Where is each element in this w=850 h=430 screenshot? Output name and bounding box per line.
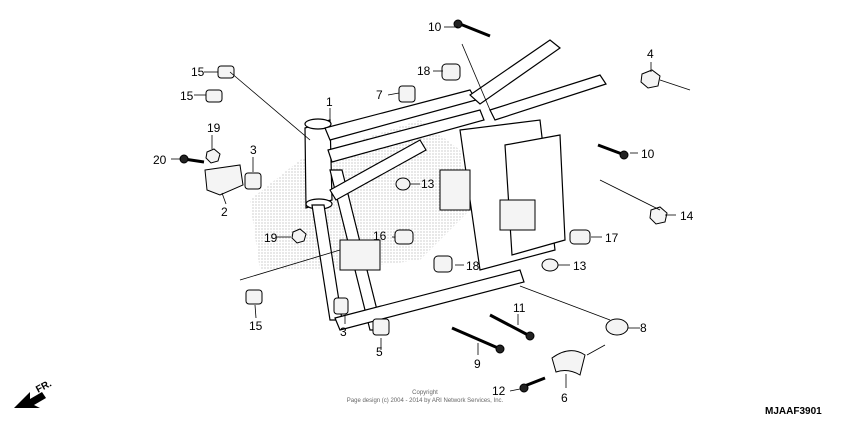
bracket-part-2[interactable] (204, 164, 244, 196)
callout-3-upper: 3 (250, 143, 257, 157)
collar-part-3-lower[interactable] (333, 297, 349, 315)
diagram-code: MJAAF3901 (765, 406, 822, 417)
callout-13-center: 13 (421, 177, 435, 191)
leader-lines (171, 26, 691, 392)
copyright-line-1: Copyright (412, 390, 438, 396)
clip-part-15-middle[interactable] (205, 89, 223, 103)
front-direction-arrow: FR. (14, 378, 54, 408)
callout-7: 7 (376, 88, 383, 102)
callout-3-lower: 3 (340, 325, 347, 339)
collar-part-5[interactable] (372, 318, 390, 336)
bracket-part-6[interactable] (551, 350, 586, 376)
nut-part-4[interactable] (640, 69, 661, 89)
callout-18-top: 18 (417, 64, 431, 78)
grommet-part-8[interactable] (605, 318, 629, 336)
nut-part-14[interactable] (649, 206, 668, 225)
callout-19-lower: 19 (264, 231, 278, 245)
copyright-notice: Copyright Page design (c) 2004 - 2014 by… (347, 390, 504, 404)
callout-9: 9 (474, 357, 481, 371)
callout-17: 17 (605, 231, 619, 245)
bolt-part-10-top[interactable] (453, 19, 491, 38)
frame-shading (250, 120, 470, 270)
callout-15-middle: 15 (180, 89, 194, 103)
bolt-part-11[interactable] (489, 313, 535, 341)
callout-10-right: 10 (641, 147, 655, 161)
callout-6: 6 (561, 391, 568, 405)
bolt-part-9[interactable] (451, 326, 505, 354)
clip-part-17[interactable] (569, 229, 591, 245)
callout-15-bottom: 15 (249, 319, 263, 333)
callout-11: 11 (513, 301, 526, 315)
callout-13-right: 13 (573, 259, 587, 273)
callout-4: 4 (647, 47, 654, 61)
clip-part-15-top[interactable] (217, 65, 235, 79)
callout-20: 20 (153, 153, 167, 167)
callout-12: 12 (492, 384, 506, 398)
frame-body[interactable] (304, 39, 607, 331)
callout-1: 1 (326, 95, 333, 109)
clip-part-15-bottom[interactable] (245, 289, 263, 305)
collar-part-7[interactable] (398, 85, 416, 103)
callout-19-upper: 19 (207, 121, 221, 135)
callout-18-lower: 18 (466, 259, 480, 273)
collar-part-3-upper[interactable] (244, 172, 262, 190)
callout-8: 8 (640, 321, 647, 335)
callout-16: 16 (373, 229, 387, 243)
clip-part-18-top[interactable] (441, 63, 461, 81)
bolt-part-20[interactable] (179, 154, 205, 164)
direction-label: FR. (34, 378, 54, 395)
nut-part-19-upper[interactable] (205, 148, 221, 164)
bolt-part-12[interactable] (519, 376, 546, 393)
callout-5: 5 (376, 345, 383, 359)
copyright-line-2: Page design (c) 2004 - 2014 by ARI Netwo… (347, 398, 504, 404)
nut-part-19-lower[interactable] (291, 228, 307, 244)
callout-15-top: 15 (191, 65, 205, 79)
callout-14: 14 (680, 209, 694, 223)
callout-labels: 10 18 7 1 4 10 13 14 17 16 18 13 11 8 9 … (153, 20, 694, 405)
callout-2: 2 (221, 205, 228, 219)
cap-part-13-right[interactable] (541, 258, 559, 272)
callout-10-top: 10 (428, 20, 442, 34)
cap-part-13-center[interactable] (395, 177, 411, 191)
clip-part-18-lower[interactable] (433, 255, 453, 273)
bolt-part-10-right[interactable] (597, 143, 629, 160)
clip-part-16[interactable] (394, 229, 414, 245)
